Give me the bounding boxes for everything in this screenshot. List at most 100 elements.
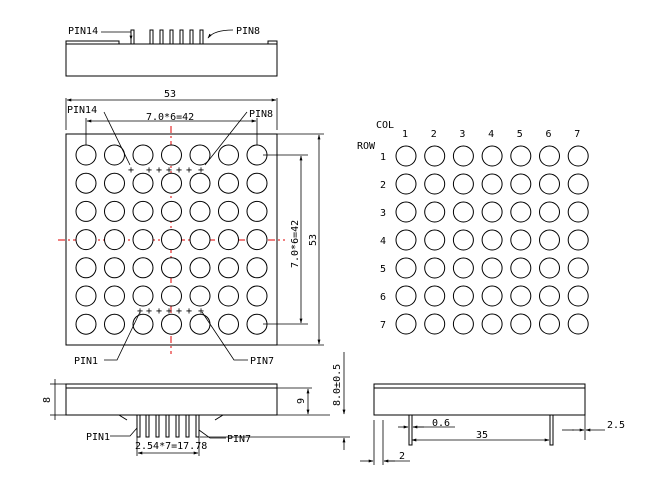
top-view-pins — [130, 29, 204, 45]
front-led-r4-c7 — [246, 229, 268, 251]
top-pin14-label: PIN14 — [68, 26, 98, 37]
front-led-r6-c5 — [189, 285, 211, 307]
front-led-r1-c6 — [218, 144, 239, 166]
front-led-r2-c3 — [132, 172, 154, 194]
top-view-body — [65, 40, 278, 77]
matrix-led-r3-c7 — [567, 201, 589, 223]
front-pin1-label: PIN1 — [74, 356, 98, 367]
matrix-led-r5-c4 — [481, 257, 503, 279]
front-led-r3-c1 — [75, 200, 97, 222]
front-pin14-label: PIN14 — [67, 105, 97, 116]
front-led-r2-c6 — [218, 172, 239, 194]
col-label-6: 6 — [546, 129, 552, 140]
row-label-4: 4 — [380, 236, 386, 247]
front-pin-spacing-label: 7.0*6=42 — [146, 112, 194, 123]
front-led-r6-c3 — [132, 285, 154, 307]
matrix-led-grid — [395, 145, 589, 335]
matrix-led-r5-c6 — [539, 257, 560, 279]
front-led-r1-c2 — [104, 144, 125, 166]
front-led-r5-c2 — [104, 257, 125, 279]
svg-text:+: + — [176, 165, 182, 176]
matrix-led-r2-c1 — [395, 173, 417, 195]
front-led-grid — [75, 144, 268, 335]
bottom-pin-markers: +++ ++++ — [137, 306, 204, 317]
front-height-label: 53 — [308, 234, 319, 246]
front-led-r6-c7 — [246, 285, 268, 307]
matrix-led-r2-c3 — [452, 173, 474, 195]
front-view-body — [65, 133, 278, 346]
matrix-led-r6-c2 — [424, 285, 446, 307]
side-view: 8 9 8.0±0.5 PIN1 PIN7 2.54*7=17.78 — [42, 352, 350, 456]
matrix-led-r7-c2 — [424, 313, 446, 335]
col-label-2: 2 — [431, 129, 437, 140]
matrix-led-r5-c5 — [510, 257, 532, 279]
front-led-r1-c3 — [132, 144, 154, 166]
matrix-led-r6-c3 — [452, 285, 474, 307]
front-led-r7-c5 — [189, 313, 211, 335]
matrix-led-r1-c2 — [424, 145, 446, 167]
matrix-led-r7-c3 — [452, 313, 474, 335]
front-led-r6-c1 — [75, 285, 97, 307]
matrix-led-r6-c6 — [539, 285, 560, 307]
matrix-led-r4-c2 — [424, 229, 446, 251]
front-view: 53 7.0*6=42 +++ ++++ +++ ++++ PIN14 PIN8… — [58, 89, 324, 367]
matrix-led-r3-c1 — [395, 201, 417, 223]
matrix-led-r4-c5 — [510, 229, 532, 251]
matrix-led-r1-c1 — [395, 145, 417, 167]
front-led-r3-c3 — [132, 200, 154, 222]
pin-offset-label: 2 — [399, 451, 405, 462]
svg-text:+: + — [146, 306, 152, 317]
matrix-led-r7-c6 — [539, 313, 560, 335]
front-led-r4-c2 — [104, 229, 125, 251]
row-label-1: 1 — [380, 152, 386, 163]
front-led-r7-c3 — [132, 313, 154, 335]
row-label-2: 2 — [380, 180, 386, 191]
end-view: 0.6 35 2.5 2 — [360, 383, 625, 465]
front-led-r2-c5 — [189, 172, 211, 194]
front-led-r4-c1 — [75, 229, 97, 251]
front-led-r3-c7 — [246, 200, 268, 222]
front-led-r6-c6 — [218, 285, 239, 307]
matrix-led-r7-c1 — [395, 313, 417, 335]
front-width-label: 53 — [164, 89, 176, 100]
svg-text:+: + — [128, 165, 134, 176]
matrix-led-r6-c4 — [481, 285, 503, 307]
matrix-led-r7-c4 — [481, 313, 503, 335]
front-led-r5-c7 — [246, 257, 268, 279]
row-label-7: 7 — [380, 320, 386, 331]
front-pin8-label: PIN8 — [249, 109, 273, 120]
pin-length-label: 8.0±0.5 — [332, 364, 343, 406]
front-led-r4-c3 — [132, 229, 154, 251]
matrix-led-r7-c5 — [510, 313, 532, 335]
front-led-r5-c6 — [218, 257, 239, 279]
matrix-led-r5-c1 — [395, 257, 417, 279]
svg-text:+: + — [156, 306, 162, 317]
pin-span-label: 35 — [476, 430, 488, 441]
front-led-r6-c4 — [161, 285, 182, 307]
row-label-6: 6 — [380, 292, 386, 303]
svg-text:+: + — [146, 165, 152, 176]
matrix-led-r1-c6 — [539, 145, 560, 167]
front-led-r2-c1 — [75, 172, 97, 194]
matrix-led-r3-c4 — [481, 201, 503, 223]
svg-text:+: + — [166, 306, 172, 317]
matrix-led-r2-c4 — [481, 173, 503, 195]
matrix-led-r5-c7 — [567, 257, 589, 279]
front-led-r7-c1 — [75, 313, 97, 335]
col-label-1: 1 — [402, 129, 408, 140]
svg-text:+: + — [198, 165, 204, 176]
front-led-r4-c4 — [161, 229, 182, 251]
front-led-r5-c3 — [132, 257, 154, 279]
matrix-led-r3-c2 — [424, 201, 446, 223]
front-led-r7-c6 — [218, 313, 239, 335]
col-header: COL — [376, 120, 394, 131]
matrix-led-r3-c5 — [510, 201, 532, 223]
front-led-r5-c1 — [75, 257, 97, 279]
end-pin-right — [549, 414, 554, 446]
col-label-4: 4 — [488, 129, 494, 140]
matrix-led-r1-c3 — [452, 145, 474, 167]
matrix-led-r7-c7 — [567, 313, 589, 335]
